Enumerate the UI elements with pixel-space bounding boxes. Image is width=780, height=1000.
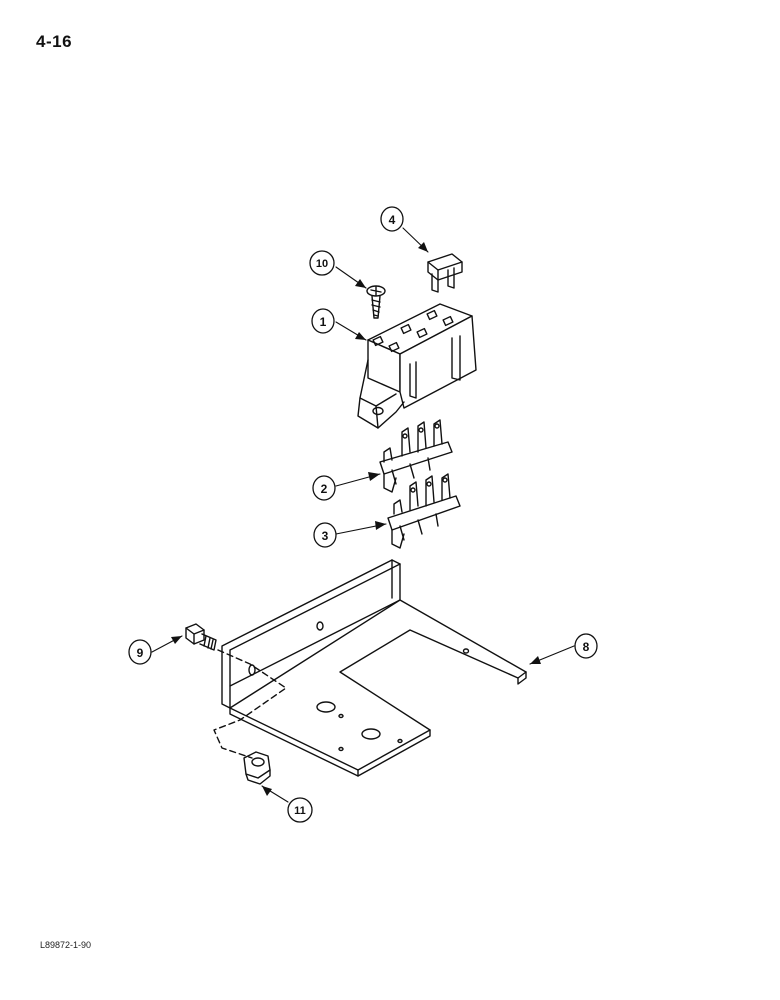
callout-8-circle: [574, 633, 598, 659]
leader-arrowheads: [171, 242, 541, 796]
callout-2-label: 2: [321, 482, 328, 496]
assembly-lines: [213, 649, 287, 759]
callout-1-label: 1: [320, 315, 327, 329]
callout-4-circle: [380, 206, 404, 232]
nut-part: [243, 751, 271, 785]
callout-9-circle: [128, 639, 152, 665]
callout-3-circle: [313, 522, 337, 548]
callout-8-label: 8: [583, 640, 590, 654]
mounting-bracket-part: [221, 559, 527, 777]
terminal-strip-3: [387, 473, 461, 549]
callout-9-label: 9: [137, 646, 144, 660]
callout-11-label: 11: [294, 805, 306, 817]
callout-1-circle: [311, 308, 335, 334]
terminal-strip-2: [379, 419, 453, 493]
page-number: 4-16: [36, 32, 73, 51]
callout-10-circle: [309, 250, 335, 276]
callout-2-circle: [312, 475, 336, 501]
screw-part: [366, 285, 386, 319]
callout-3-label: 3: [322, 529, 329, 543]
fuse-part: [427, 253, 463, 293]
footer-code: L89872-1-90: [40, 940, 92, 950]
fuse-block-part: [357, 303, 477, 429]
callout-11-circle: [287, 797, 313, 823]
bolt-part: [185, 623, 217, 651]
callout-circles: [128, 206, 598, 823]
callout-10-label: 10: [316, 258, 328, 270]
callout-4-label: 4: [389, 213, 396, 227]
